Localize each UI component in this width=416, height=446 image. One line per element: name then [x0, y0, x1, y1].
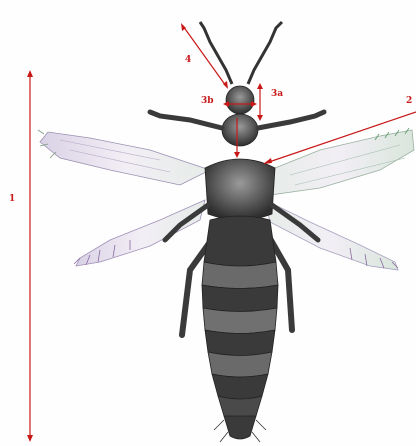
left-lower-wing — [74, 200, 205, 266]
pterothorax — [205, 159, 275, 220]
abdomen — [202, 216, 278, 442]
head — [226, 86, 254, 114]
label-3b: 3b — [201, 97, 214, 106]
left-front-leg — [150, 112, 222, 128]
label-4: 4 — [185, 56, 191, 65]
prothorax — [222, 114, 258, 146]
left-upper-wing — [38, 130, 210, 185]
label-2: 2 — [406, 97, 412, 106]
right-front-leg — [258, 112, 324, 128]
label-3a: 3a — [271, 90, 283, 99]
antennae — [200, 22, 282, 84]
label-1: 1 — [9, 195, 15, 204]
